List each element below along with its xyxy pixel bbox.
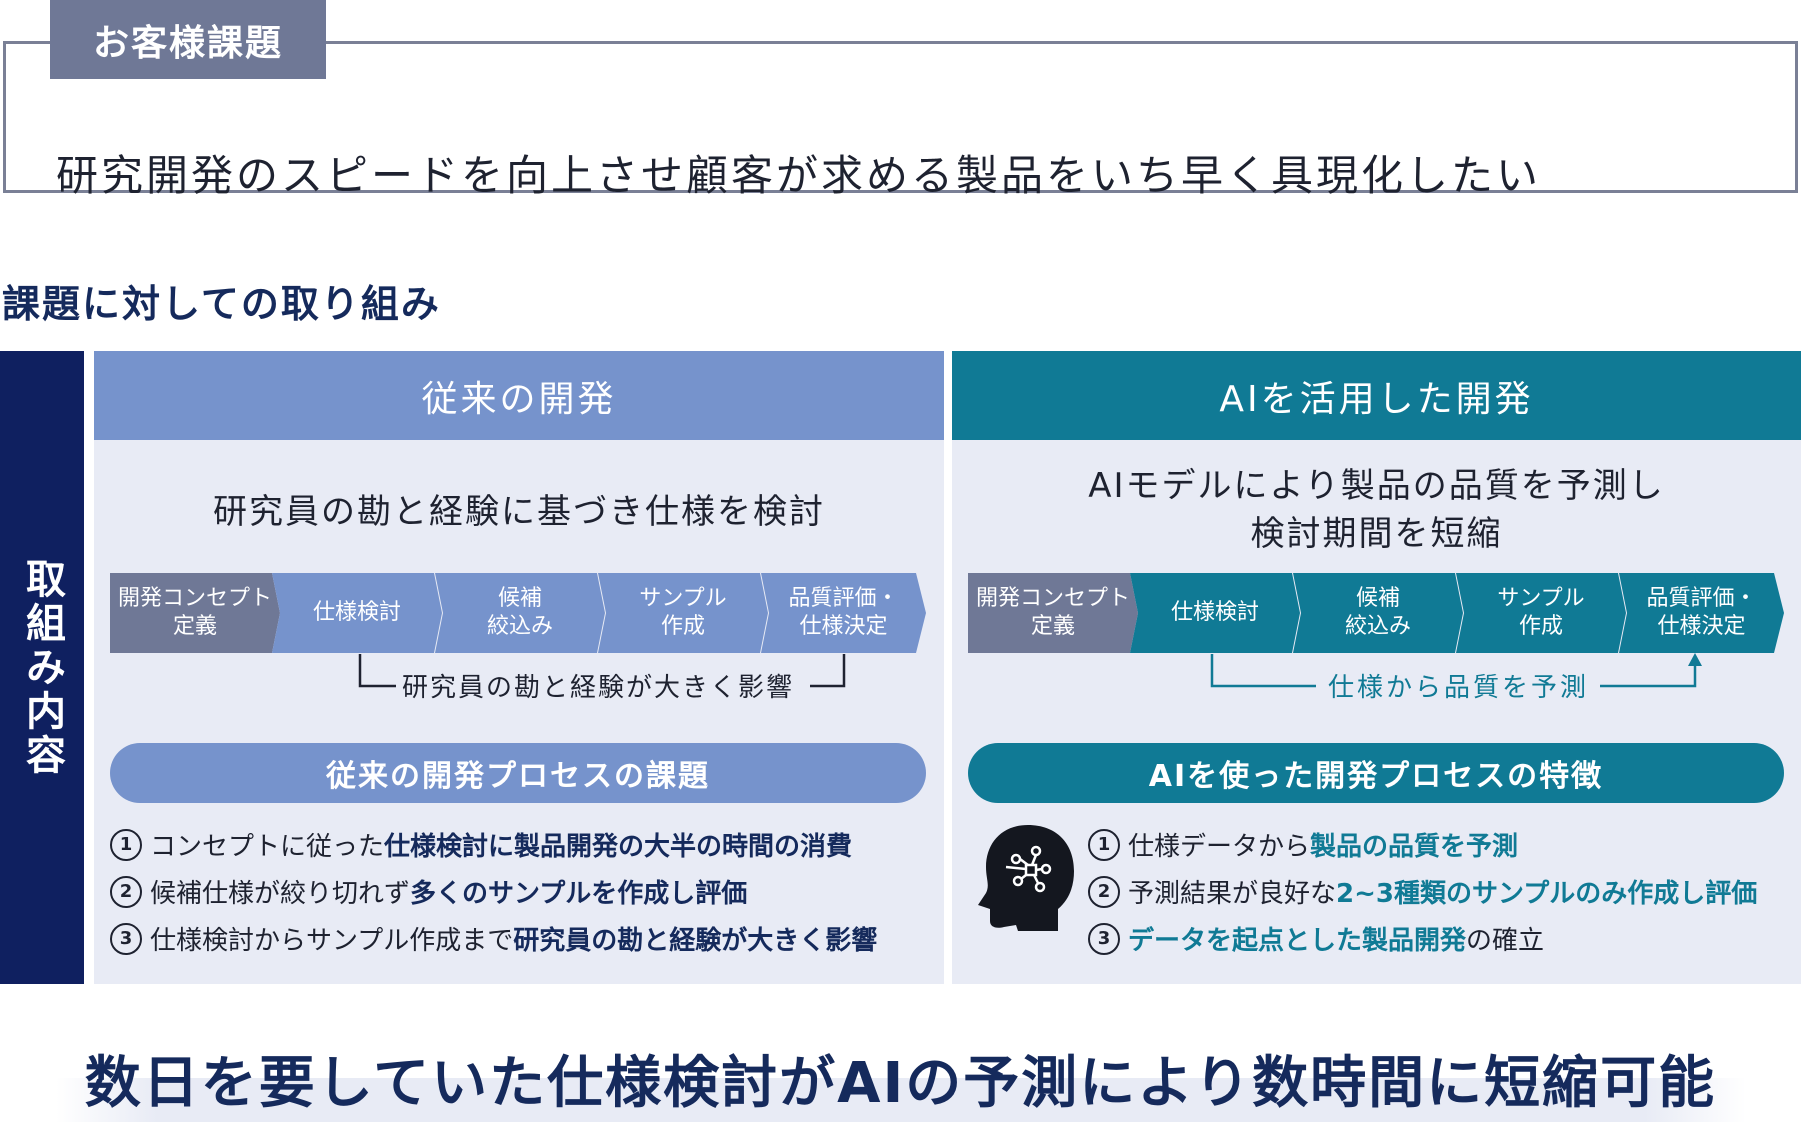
- flow-step-spec: 仕様検討: [1130, 573, 1300, 653]
- item-text: 仕様データから: [1128, 832, 1311, 862]
- item-highlight: 仕様検討に製品開発の大半の時間の消費: [384, 832, 853, 862]
- conventional-bracket: [358, 654, 846, 688]
- conventional-issues-list: 1 コンセプトに従った 仕様検討に製品開発の大半の時間の消費 2 候補仕様が絞り…: [110, 821, 877, 962]
- flow-step-sample: サンプル 作成: [1456, 573, 1626, 653]
- side-bar: 取組み内容: [0, 351, 84, 984]
- ai-features-list: 1 仕様データから 製品の品質を予測 2 予測結果が良好な 2~3種類のサンプル…: [1088, 821, 1757, 962]
- challenge-box: 研究開発のスピードを向上させ顧客が求める製品をいち早く具現化したい: [3, 41, 1798, 200]
- conclusion-text: 数日を要していた仕様検討がAIの予測により数時間に短縮可能: [84, 1051, 1717, 1116]
- flow-step-narrow: 候補 絞込み: [435, 573, 605, 653]
- ai-head-icon: [978, 825, 1074, 931]
- list-item: 3 仕様検討からサンプル作成まで 研究員の勘と経験が大きく影響: [110, 915, 877, 962]
- number-circle: 3: [1088, 922, 1120, 955]
- number-circle: 1: [110, 828, 142, 861]
- list-item: 3 データを起点とした製品開発 の確立: [1088, 915, 1757, 962]
- item-tail: の確立: [1466, 926, 1545, 956]
- flow-step-evaluate: 品質評価・ 仕様決定: [761, 573, 926, 653]
- ai-panel: AIを活用した開発 AIモデルにより製品の品質を予測し 検討期間を短縮 開発コン…: [952, 351, 1801, 984]
- ai-features-pill: AIを使った開発プロセスの特徴: [968, 743, 1784, 803]
- list-item: 1 仕様データから 製品の品質を予測: [1088, 821, 1757, 868]
- list-item: 1 コンセプトに従った 仕様検討に製品開発の大半の時間の消費: [110, 821, 877, 868]
- challenge-tab: お客様課題: [50, 0, 326, 79]
- item-highlight: 製品の品質を予測: [1310, 832, 1519, 862]
- challenge-text: 研究開発のスピードを向上させ顧客が求める製品をいち早く具現化したい: [56, 151, 1542, 200]
- item-text: 仕様検討からサンプル作成まで: [150, 926, 514, 956]
- ai-header: AIを活用した開発: [952, 351, 1801, 440]
- conventional-header: 従来の開発: [94, 351, 944, 440]
- item-text: コンセプトに従った: [150, 832, 385, 862]
- conventional-panel: 従来の開発 研究員の勘と経験に基づき仕様を検討 開発コンセプト 定義 仕様検討 …: [94, 351, 944, 984]
- ai-subtitle-line1: AIモデルにより製品の品質を予測し: [1088, 466, 1665, 506]
- number-circle: 2: [110, 875, 142, 908]
- ai-flow: 開発コンセプト 定義 仕様検討 候補 絞込み サンプル 作成 品質評価・ 仕様決…: [968, 573, 1784, 653]
- conventional-subtitle: 研究員の勘と経験に基づき仕様を検討: [213, 492, 825, 532]
- list-item: 2 予測結果が良好な 2~3種類のサンプルのみ作成し評価: [1088, 868, 1757, 915]
- ai-arrow-connector: [1210, 653, 1702, 688]
- flow-step-narrow: 候補 絞込み: [1293, 573, 1463, 653]
- ai-subtitle-line2: 検討期間を短縮: [1250, 514, 1503, 554]
- item-highlight: 研究員の勘と経験が大きく影響: [513, 926, 878, 956]
- flow-step-evaluate: 品質評価・ 仕様決定: [1619, 573, 1784, 653]
- list-item: 2 候補仕様が絞り切れず 多くのサンプルを作成し評価: [110, 868, 877, 915]
- flow-step-concept: 開発コンセプト 定義: [968, 573, 1138, 653]
- flow-step-concept: 開発コンセプト 定義: [110, 573, 280, 653]
- section-heading: 課題に対しての取り組み: [2, 282, 441, 326]
- conventional-issues-pill: 従来の開発プロセスの課題: [110, 743, 926, 803]
- flow-step-spec: 仕様検討: [272, 573, 442, 653]
- flow-step-sample: サンプル 作成: [598, 573, 768, 653]
- number-circle: 3: [110, 922, 142, 955]
- conclusion-band: [56, 1078, 1746, 1122]
- item-text: 予測結果が良好な: [1128, 879, 1337, 909]
- side-bar-label: 取組み内容: [19, 557, 65, 778]
- item-highlight: 多くのサンプルを作成し評価: [410, 879, 748, 909]
- item-text: 候補仕様が絞り切れず: [150, 879, 411, 909]
- conventional-flow-note: 研究員の勘と経験が大きく影響: [396, 667, 801, 704]
- conventional-flow: 開発コンセプト 定義 仕様検討 候補 絞込み サンプル 作成 品質評価・ 仕様決…: [110, 573, 926, 653]
- number-circle: 1: [1088, 828, 1120, 861]
- ai-subtitle: AIモデルにより製品の品質を予測し 検討期間を短縮: [952, 462, 1801, 558]
- item-highlight: データを起点とした製品開発: [1128, 926, 1467, 956]
- number-circle: 2: [1088, 875, 1120, 908]
- item-highlight: 2~3種類のサンプルのみ作成し評価: [1336, 879, 1758, 909]
- ai-flow-note: 仕様から品質を予測: [1322, 667, 1596, 704]
